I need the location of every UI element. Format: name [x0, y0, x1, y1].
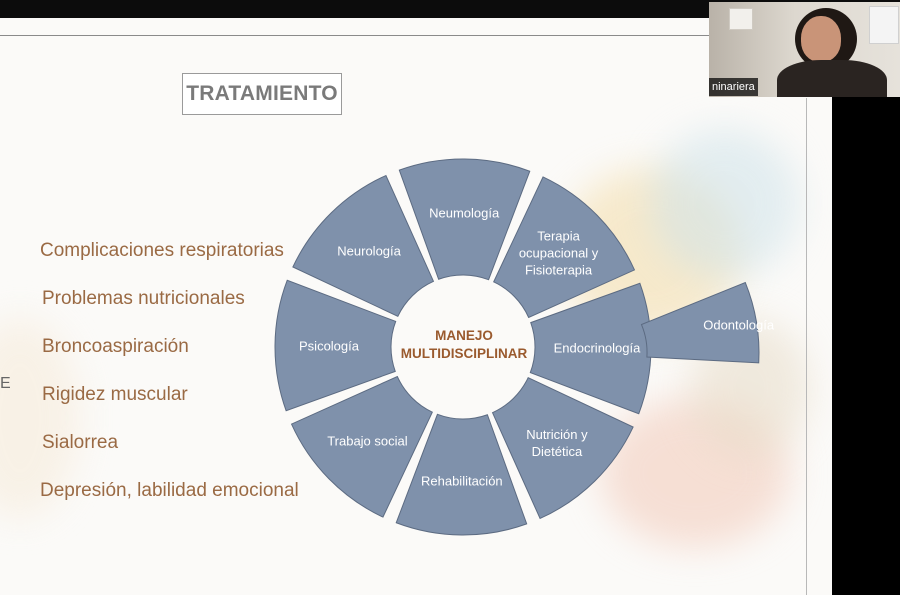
wheel-segment-label-line: Endocrinología: [553, 340, 641, 356]
wheel-segment: [274, 279, 397, 412]
complication-item: Problemas nutricionales: [42, 288, 245, 309]
complication-item: Sialorrea: [42, 432, 119, 453]
webcam-person-body: [777, 60, 887, 97]
wheel-segment-label: Trabajo social: [327, 432, 407, 449]
wheel-segment: [492, 176, 636, 319]
wheel-extra-segment-label: Odontología: [703, 317, 775, 333]
participant-name: ninariera: [709, 78, 758, 96]
webcam-wall-poster: [869, 6, 899, 44]
wheel-segment-label-line: Trabajo social: [327, 433, 408, 449]
wheel-svg: [274, 158, 760, 536]
wheel-segment: [290, 375, 434, 518]
watercolor-blob: [650, 128, 800, 278]
center-label-line2: MULTIDISCIPLINAR: [400, 346, 528, 361]
wheel-segment-label-line: Neumología: [429, 205, 500, 221]
slide-title-box: TRATAMIENTO: [182, 73, 342, 115]
black-strip: [832, 96, 900, 595]
center-label-line1: MANEJO: [435, 328, 493, 343]
wheel-segment: [491, 376, 634, 520]
wheel-segment-label-line: Neurología: [337, 243, 401, 259]
wheel-segment: [398, 158, 531, 281]
webcam-wall-board: [729, 8, 753, 30]
slide-title: TRATAMIENTO: [186, 82, 338, 105]
slide-edge-line: [806, 98, 807, 595]
wheel-segment-label-line: Rehabilitación: [420, 473, 503, 489]
presentation-slide: TRATAMIENTO Complicaciones respiratorias…: [0, 18, 832, 595]
webcam-tile[interactable]: ninariera: [709, 2, 900, 97]
complication-item: Depresión, labilidad emocional: [40, 480, 299, 501]
wheel-segment-label: Neumología: [429, 205, 499, 222]
complication-item: Broncoaspiración: [42, 336, 189, 357]
top-bar: [0, 0, 900, 18]
wheel-segment-label-line: Dietética: [531, 443, 583, 459]
complication-item: Rigidez muscular: [42, 384, 188, 405]
wheel-segment-label: Rehabilitación: [421, 472, 503, 489]
complication-item: Complicaciones respiratorias: [40, 240, 284, 261]
wheel-segment-label-line: ocupacional y: [518, 245, 599, 261]
wheel-segment-label-line: Psicología: [299, 338, 359, 354]
wheel-segment: [292, 174, 435, 318]
wheel-segment-label-line: Fisioterapia: [524, 262, 593, 278]
wheel-segment-label: Neurología: [337, 243, 401, 260]
wheel-extra-segment: [640, 281, 760, 364]
webcam-person-face: [801, 16, 841, 62]
center-label: MANEJO MULTIDISCIPLINAR: [401, 327, 528, 363]
wheel-segment: [395, 413, 528, 536]
wheel-segment-label: Psicología: [299, 337, 359, 354]
wheel-segment-label-line: Nutrición y: [526, 426, 588, 442]
stray-glyph: E: [0, 375, 11, 392]
wheel-segment: [529, 282, 652, 415]
wheel-segment-label-line: Terapia: [537, 228, 580, 244]
slide-divider: [0, 35, 720, 36]
wheel-segment-label: Endocrinología: [554, 340, 641, 357]
